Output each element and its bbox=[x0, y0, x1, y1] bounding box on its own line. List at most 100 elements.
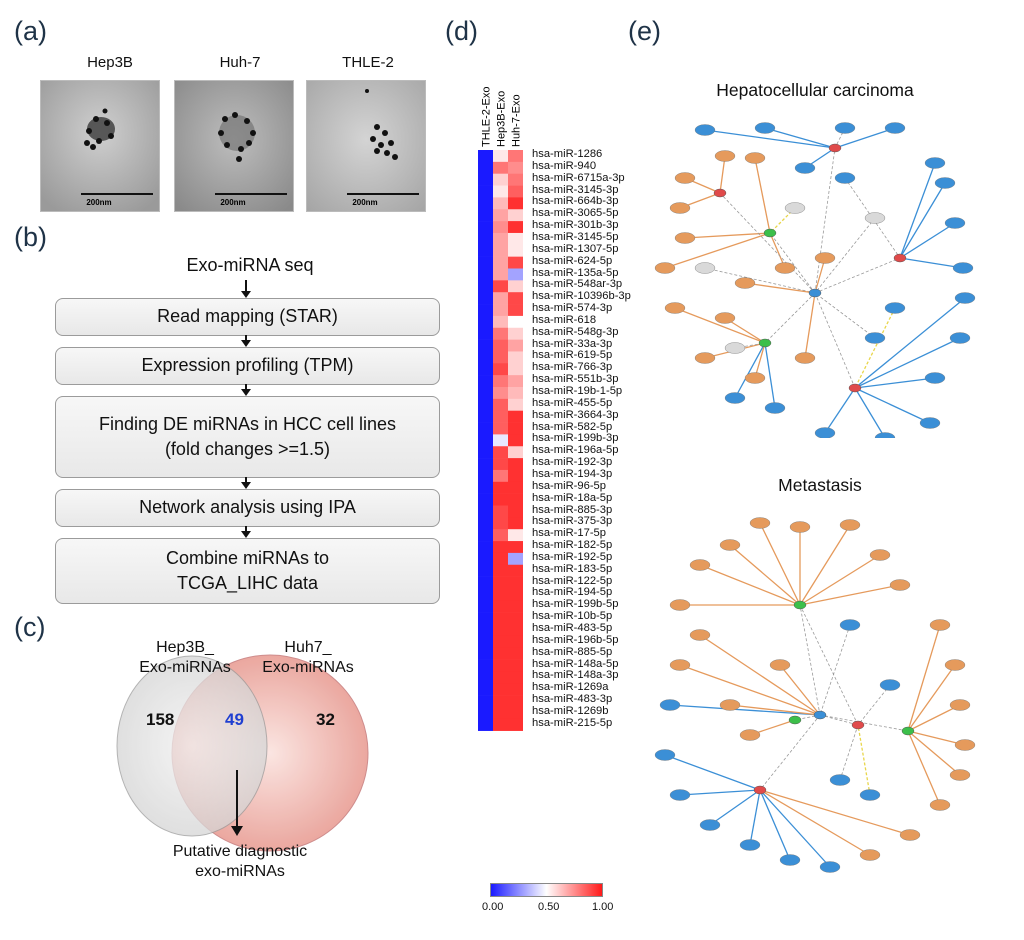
heatmap-row-label: hsa-miR-551b-3p bbox=[532, 373, 619, 386]
heatmap-row-label: hsa-miR-199b-3p bbox=[532, 432, 619, 445]
network-node bbox=[654, 749, 676, 761]
colorbar-tick-min: 0.00 bbox=[482, 901, 504, 913]
heatmap-row-label: hsa-miR-548g-3p bbox=[532, 325, 619, 338]
network-edge bbox=[819, 624, 851, 716]
heatmap-cell bbox=[493, 327, 508, 340]
heatmap-cell bbox=[478, 150, 493, 163]
heatmap-cell bbox=[478, 671, 493, 684]
network-edge bbox=[749, 789, 761, 846]
flow-arrow-1 bbox=[241, 280, 251, 298]
network-node bbox=[814, 427, 836, 438]
heatmap-cell bbox=[478, 564, 493, 577]
colorbar-tick-max: 1.00 bbox=[592, 901, 614, 913]
network-node bbox=[929, 799, 951, 811]
venn-count-overlap: 49 bbox=[225, 710, 244, 729]
venn-label-hep3b: Hep3B_ Exo-miRNAs bbox=[110, 638, 260, 678]
heatmap-row-label: hsa-miR-19b-1-5p bbox=[532, 385, 623, 397]
heatmap-row-label: hsa-miR-885-5p bbox=[532, 645, 613, 658]
svg-text:200nm: 200nm bbox=[220, 198, 245, 207]
heatmap-cell bbox=[508, 718, 523, 731]
heatmap-row-label: hsa-miR-135a-5p bbox=[532, 266, 619, 279]
heatmap-cell bbox=[508, 221, 523, 234]
network-edge bbox=[779, 664, 821, 716]
heatmap-cell bbox=[478, 600, 493, 613]
network-node bbox=[874, 432, 896, 438]
heatmap-cell bbox=[478, 529, 493, 542]
heatmap-cell bbox=[508, 434, 523, 447]
heatmap-cell bbox=[478, 375, 493, 388]
heatmap-cell bbox=[508, 327, 523, 340]
network-edge bbox=[754, 342, 766, 379]
heatmap-cell bbox=[508, 446, 523, 459]
network-edge bbox=[854, 387, 931, 424]
heatmap-cell bbox=[493, 351, 508, 364]
heatmap-cell bbox=[493, 458, 508, 471]
network-node bbox=[739, 729, 761, 741]
network-edge bbox=[754, 157, 771, 234]
venn-circle-hep3b bbox=[116, 655, 268, 837]
network-node bbox=[819, 861, 841, 873]
heatmap-column-label: THLE-2-Exo bbox=[481, 86, 493, 147]
heatmap-cell bbox=[508, 410, 523, 423]
heatmap-cell bbox=[508, 387, 523, 400]
network-hub-node bbox=[753, 785, 767, 795]
heatmap-row-label: hsa-miR-199b-5p bbox=[532, 598, 619, 611]
heatmap-cell bbox=[508, 671, 523, 684]
network-edge bbox=[819, 714, 859, 726]
network-node bbox=[699, 819, 721, 831]
heatmap-cell bbox=[493, 209, 508, 222]
network-edge bbox=[844, 177, 901, 259]
heatmap-cell bbox=[478, 327, 493, 340]
heatmap-row-label: hsa-miR-483-3p bbox=[532, 693, 613, 706]
network-edge bbox=[674, 307, 766, 344]
heatmap-cell bbox=[508, 564, 523, 577]
heatmap-cell bbox=[508, 517, 523, 530]
network-node bbox=[744, 372, 766, 384]
network-node bbox=[869, 549, 891, 561]
heatmap-column-label: Huh-7-Exo bbox=[511, 94, 523, 147]
heatmap-row-label: hsa-miR-1269a bbox=[532, 681, 609, 694]
network-edge bbox=[679, 664, 821, 716]
heatmap-cell bbox=[493, 552, 508, 566]
heatmap-cell bbox=[493, 304, 508, 317]
heatmap-row-label: hsa-miR-3145-3p bbox=[532, 183, 619, 196]
network-edge bbox=[719, 155, 726, 194]
heatmap-row-label: hsa-miR-483-5p bbox=[532, 622, 613, 634]
network-node bbox=[674, 172, 696, 184]
venn-label-huh7: Huh7_ Exo-miRNAs bbox=[228, 638, 388, 678]
venn-label-hep3b-1: Hep3B_ bbox=[156, 639, 214, 656]
network-node bbox=[744, 152, 766, 164]
network-edge bbox=[899, 162, 936, 259]
network-node bbox=[714, 312, 736, 324]
heatmap-cell bbox=[493, 422, 508, 435]
network-node bbox=[924, 372, 946, 384]
heatmap-row-label: hsa-miR-10b-5p bbox=[532, 610, 613, 623]
network-node bbox=[952, 262, 974, 274]
heatmap-cell bbox=[508, 244, 523, 257]
heatmap-cell bbox=[508, 232, 523, 246]
heatmap-cell bbox=[508, 493, 523, 506]
network-node bbox=[794, 162, 816, 174]
heatmap-cell bbox=[493, 600, 508, 613]
heatmap-cell bbox=[478, 647, 493, 660]
venn-label-huh7-2: Exo-miRNAs bbox=[262, 659, 354, 676]
flow-arrow-5 bbox=[241, 526, 251, 538]
network-edge bbox=[699, 564, 801, 606]
network-edge bbox=[759, 522, 801, 606]
heatmap-cell bbox=[508, 197, 523, 210]
network-edge bbox=[907, 704, 961, 732]
heatmap-cell bbox=[508, 612, 523, 625]
heatmap-cell bbox=[493, 434, 508, 447]
heatmap-cell bbox=[478, 280, 493, 293]
network-hub-node bbox=[851, 720, 865, 730]
network-node bbox=[694, 124, 716, 136]
network-edge bbox=[744, 282, 816, 294]
heatmap-cell bbox=[478, 185, 493, 198]
network-node bbox=[949, 769, 971, 781]
em-micrograph-hep3b: 200nm bbox=[41, 81, 159, 211]
heatmap-row-label: hsa-miR-375-3p bbox=[532, 515, 613, 528]
heatmap-cell bbox=[508, 576, 523, 589]
heatmap-row-label: hsa-miR-940 bbox=[532, 159, 597, 172]
heatmap-cell bbox=[508, 256, 523, 269]
network-edge bbox=[764, 127, 836, 149]
